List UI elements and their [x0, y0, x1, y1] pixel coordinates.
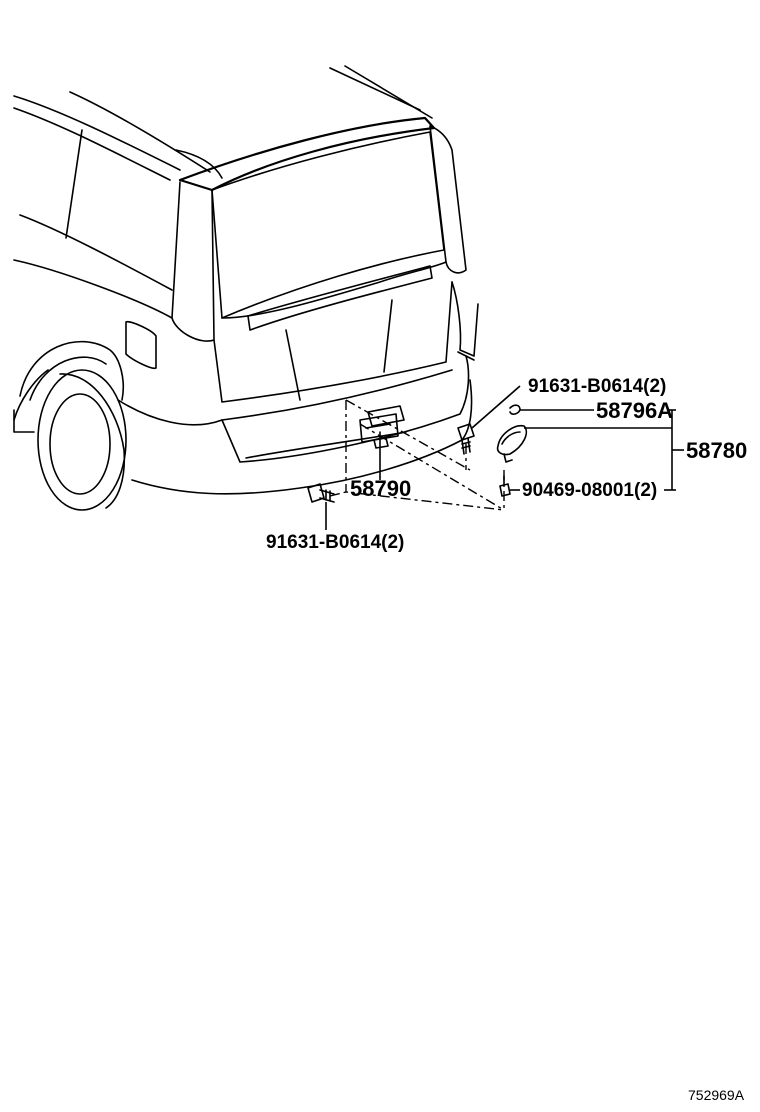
label-58796a: 58796A	[596, 398, 673, 423]
label-91631-upper: 91631-B0614(2)	[528, 376, 666, 397]
lamp-assembly-58780-icon	[496, 424, 528, 463]
bolt-lower-icon	[307, 483, 335, 503]
figure-code: 752969A	[688, 1087, 745, 1103]
vehicle-body	[13, 65, 479, 511]
hinge-58790-part	[359, 413, 399, 477]
label-91631-lower: 91631-B0614(2)	[266, 532, 404, 553]
screw-90469-icon	[499, 475, 511, 497]
label-90469: 90469-08001(2)	[522, 480, 657, 501]
lamp-bulb-58796a-icon	[509, 404, 521, 415]
label-58780: 58780	[686, 438, 747, 463]
leader-lines	[325, 385, 684, 530]
bolt-upper-icon	[457, 423, 475, 455]
label-58790: 58790	[350, 476, 411, 501]
